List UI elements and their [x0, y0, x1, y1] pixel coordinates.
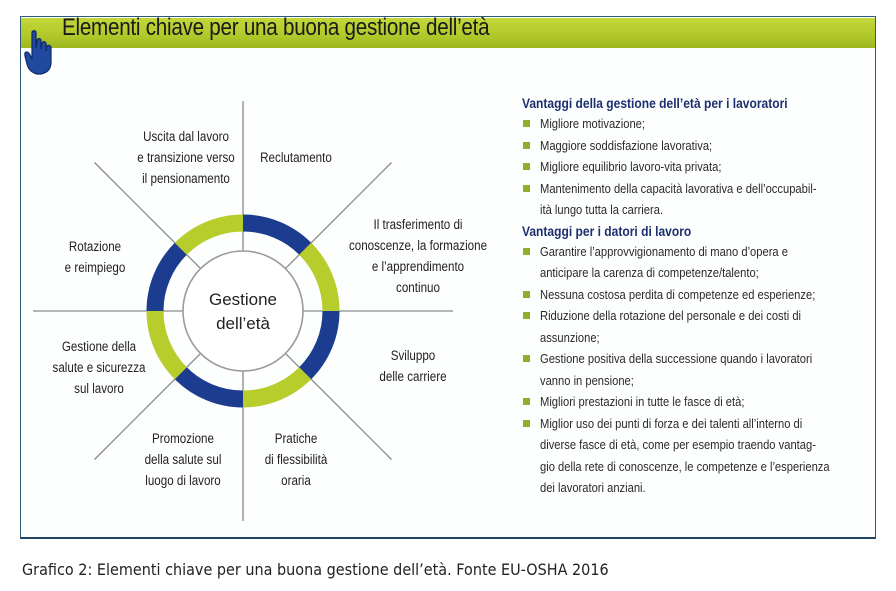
- label-line: Il trasferimento di: [373, 217, 463, 232]
- inner-circle: [182, 250, 304, 372]
- center-line: dell’età: [216, 314, 270, 333]
- benefit-text: Nessuna costosa perdita di competenze ed…: [540, 286, 816, 302]
- square-bullet-icon: [523, 419, 530, 427]
- ring-segment: [299, 242, 340, 312]
- ring-segment: [146, 242, 187, 312]
- benefit-item: Gestione positiva della successione quan…: [522, 348, 867, 391]
- benefit-text: vanno in pensione;: [540, 372, 634, 388]
- benefit-item: Riduzione della rotazione del personale …: [522, 305, 867, 348]
- ring-segment: [174, 214, 244, 255]
- benefit-text: diverse fasce di età, come per esempio t…: [540, 437, 816, 452]
- ring-segment: [174, 367, 244, 408]
- benefit-text: Gestione positiva della successione quan…: [540, 351, 813, 366]
- benefit-text: Migliore equilibrio lavoro-vita privata;: [540, 159, 722, 174]
- benefit-item: Garantire l’approvvigionamento di mano d…: [522, 241, 867, 284]
- pointing-hand-icon: [24, 29, 52, 75]
- label-line: della salute sul: [144, 452, 222, 467]
- ring-segment: [299, 310, 340, 380]
- label-line: Rotazione: [68, 239, 122, 254]
- label-line: Promozione: [152, 431, 214, 446]
- benefit-text: Mantenimento della capacità lavorativa e…: [540, 180, 817, 196]
- benefit-item: Mantenimento della capacità lavorativa e…: [522, 178, 867, 221]
- square-bullet-icon: [523, 141, 530, 149]
- label-line: e l’apprendimento: [371, 259, 465, 274]
- label-line: Pratiche: [274, 431, 318, 446]
- label-line: Reclutamento: [260, 150, 332, 165]
- wheel-center-label: Gestione dell’età: [193, 288, 293, 336]
- label-line: salute e sicurezza: [52, 360, 146, 375]
- wheel-segment-label: Rotazione e reimpiego: [48, 236, 143, 278]
- benefit-text: Migliori prestazioni in tutte le fasce d…: [540, 394, 745, 409]
- ring-segment: [146, 310, 187, 380]
- wheel-segment-label: Pratiche di flessibilità oraria: [249, 428, 344, 491]
- benefit-item: Migliore motivazione;: [522, 113, 867, 135]
- square-bullet-icon: [523, 312, 530, 319]
- wheel-segment-label: Promozione della salute sul luogo di lavor…: [131, 428, 234, 491]
- label-line: e transizione verso: [137, 150, 235, 165]
- benefit-text: anticipare la carenza di competenze/tale…: [540, 265, 759, 280]
- benefit-item: Miglior uso dei punti di forza e dei tal…: [522, 413, 867, 499]
- square-bullet-icon: [523, 355, 530, 362]
- square-bullet-icon: [523, 120, 530, 127]
- label-line: di flessibilità: [264, 452, 328, 467]
- label-line: continuo: [396, 280, 440, 295]
- benefit-text: dei lavoratori anziani.: [540, 480, 646, 495]
- title-bar: [21, 18, 875, 48]
- benefit-text: Miglior uso dei punti di forza e dei tal…: [540, 415, 803, 431]
- benefits-panel: Vantaggi della gestione dell’età per i l…: [522, 93, 867, 499]
- benefit-text: Garantire l’approvvigionamento di mano d…: [540, 243, 788, 259]
- label-line: sul lavoro: [74, 381, 124, 396]
- ring-segment: [242, 214, 312, 255]
- label-line: Gestione della: [61, 339, 137, 354]
- label-line: delle carriere: [379, 369, 447, 384]
- benefit-text: Migliore motivazione;: [540, 116, 646, 131]
- square-bullet-icon: [523, 398, 530, 405]
- center-line: Gestione: [208, 290, 278, 309]
- figure-caption: Grafico 2: Elementi chiave per una buona…: [22, 560, 609, 579]
- label-line: oraria: [281, 473, 311, 488]
- benefit-item: Migliori prestazioni in tutte le fasce d…: [522, 391, 867, 413]
- square-bullet-icon: [523, 247, 530, 255]
- square-bullet-icon: [523, 184, 530, 192]
- label-line: luogo di lavoro: [145, 473, 221, 488]
- workers-heading: Vantaggi della gestione dell’età per i l…: [522, 95, 788, 111]
- wheel-segment-label: Reclutamento: [253, 147, 339, 168]
- benefit-text: gio della rete di conoscenze, le compete…: [540, 458, 830, 474]
- square-bullet-icon: [523, 290, 530, 298]
- wheel-segment-label: Gestione della salute e sicurezza sul lavo…: [43, 336, 155, 399]
- benefit-item: Maggiore soddisfazione lavorativa;: [522, 135, 867, 157]
- wheel-segment-label: Uscita dal lavoro e transizione verso il p…: [126, 126, 246, 189]
- benefit-text: Maggiore soddisfazione lavorativa;: [540, 137, 713, 153]
- label-line: e reimpiego: [64, 260, 126, 275]
- benefit-text: assunzione;: [540, 329, 600, 345]
- benefit-text: ità lungo tutta la carriera.: [540, 202, 664, 217]
- employers-heading: Vantaggi per i datori di lavoro: [522, 222, 692, 239]
- label-line: conoscenze, la formazione: [348, 238, 488, 253]
- benefit-item: Nessuna costosa perdita di competenze ed…: [522, 284, 867, 306]
- ring-segment: [242, 367, 312, 408]
- workers-benefits-list: Migliore motivazione; Maggiore soddisfazi…: [522, 113, 867, 221]
- benefit-item: Migliore equilibrio lavoro-vita privata;: [522, 156, 867, 178]
- employers-benefits-list: Garantire l’approvvigionamento di mano d…: [522, 241, 867, 499]
- label-line: Sviluppo: [390, 348, 436, 363]
- label-line: Uscita dal lavoro: [143, 129, 229, 144]
- benefit-text: Riduzione della rotazione del personale …: [540, 308, 802, 323]
- label-line: il pensionamento: [142, 171, 230, 186]
- figure-title: Elementi chiave per una buona gestione d…: [62, 14, 490, 41]
- square-bullet-icon: [523, 163, 530, 170]
- wheel-segment-label: Il trasferimento di conoscenze, la formaz…: [345, 214, 491, 298]
- wheel-segment-label: Sviluppo delle carriere: [366, 345, 461, 387]
